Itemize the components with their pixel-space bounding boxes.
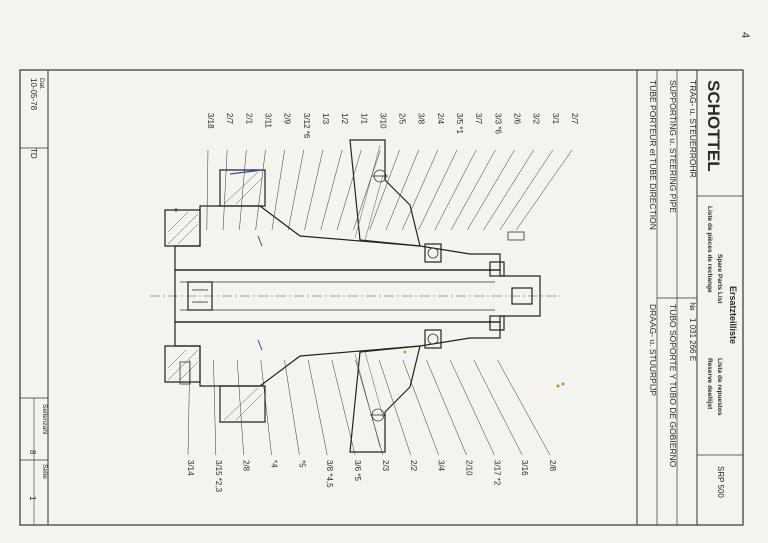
callout-label: 3/2 xyxy=(532,113,541,125)
callout-leader xyxy=(284,359,300,456)
list-title-de: Ersatzteilliste xyxy=(728,286,738,344)
callout-label: 2/10 xyxy=(464,460,473,476)
callout-label: 1/3 xyxy=(321,113,330,125)
callout-label: 3/3 *6 xyxy=(493,113,502,134)
callout-label: 2/9 xyxy=(283,113,292,125)
callout-label: 3/8 xyxy=(417,113,426,125)
callout-leader xyxy=(353,149,381,231)
callout-leader xyxy=(426,359,467,456)
sheet-frame xyxy=(19,69,744,526)
callout-leader xyxy=(320,149,343,231)
callout-label: 3/11 xyxy=(263,113,272,129)
callout-leader xyxy=(206,149,209,231)
page-value: 1 xyxy=(28,496,37,501)
callout-label: 3/16 xyxy=(520,460,529,476)
callout-leader xyxy=(401,149,439,231)
callout-label: 2/5 xyxy=(398,113,407,125)
callout-leader xyxy=(336,149,362,231)
callout-leader xyxy=(236,359,244,456)
callout-label: 3/7 xyxy=(474,113,483,125)
list-title-es: Lista de repuestos xyxy=(716,358,723,416)
callout-label: 2/7 xyxy=(570,113,579,125)
callout-label: 1/2 xyxy=(340,113,349,125)
date-value: 10-05-78 xyxy=(29,78,38,111)
callout-leader xyxy=(450,149,496,231)
callout-leader xyxy=(515,149,573,231)
callout-label: 2/3 xyxy=(381,460,390,472)
callout-leader xyxy=(385,149,419,231)
assembly-drawing xyxy=(150,139,565,453)
callout-label: 2/8 xyxy=(548,460,557,472)
callout-leader xyxy=(434,149,477,231)
callout-leader xyxy=(355,359,384,456)
title-block: SCHOTTEL Ersatzteilliste Spare Parts Lis… xyxy=(636,70,743,525)
callout-leader xyxy=(369,149,400,231)
callout-label: *5 xyxy=(297,460,306,468)
callout-leader xyxy=(497,359,551,456)
list-title-nl: Reserve deellijst xyxy=(706,358,713,410)
callout-label: 3/6 *5 xyxy=(353,460,362,481)
callout-label: 3/1 xyxy=(551,113,560,125)
callout-label: *4 xyxy=(270,460,279,468)
part-name-fr: TUBE PORTEUR et TUBE DIRECTION xyxy=(648,80,658,230)
footer-info-strip: Dat. 10-05-78 TD Seitenzahl 8 Seite 1 xyxy=(20,70,49,525)
callout-label: 3/10 xyxy=(378,113,387,129)
callout-label: 3/5 *1 xyxy=(455,113,464,134)
callout-leader xyxy=(307,359,328,456)
callout-leader xyxy=(222,149,228,231)
callout-label: 2/8 xyxy=(242,460,251,472)
callout-label: 3/12 *6 xyxy=(302,113,311,139)
callouts-bottom: 2/8 3/16 3/17 *2 2/10 3/4 2/2 2/3 3/6 *5 3/8 *4,… xyxy=(186,359,557,493)
callout-label: 3/18 xyxy=(206,113,215,129)
callout-leader xyxy=(304,149,324,231)
callout-label: 3/4 xyxy=(437,460,446,472)
callout-label: 2/4 xyxy=(436,113,445,125)
callout-label: 2/6 xyxy=(513,113,522,125)
callout-leader xyxy=(418,149,458,231)
number-symbol: № xyxy=(688,302,697,311)
callout-label: 2/2 xyxy=(409,460,418,472)
callout-label: 1/1 xyxy=(359,113,368,125)
callout-label: 3/14 xyxy=(186,460,195,476)
callout-leader xyxy=(473,359,523,456)
callout-leader xyxy=(213,359,217,456)
callout-leader xyxy=(255,149,266,231)
callout-label: 3/8 *4,5 xyxy=(325,460,334,488)
callout-leader xyxy=(287,149,305,231)
callout-label: 2/7 xyxy=(225,113,234,125)
part-name-es: TUBO SOPORTE Y TUBO DE GOBIERNO xyxy=(668,304,678,468)
list-title-fr: Liste de pièces de rechange xyxy=(706,206,713,293)
callout-leader xyxy=(271,149,285,231)
callout-leader xyxy=(239,149,247,231)
callouts-top: 2/7 3/1 3/2 2/6 3/3 *6 3/7 3/5 *1 2/4 3/8 2/5 3/10… xyxy=(206,113,579,231)
list-title-en: Spare Parts List xyxy=(716,254,723,304)
callout-leader xyxy=(187,359,191,456)
page-count-value: 8 xyxy=(28,450,37,455)
sheet-code: SRP 500 xyxy=(716,466,725,498)
date-label: Dat. xyxy=(38,78,45,90)
part-name-nl: DRAAG- u. STUURPIJP xyxy=(648,304,658,396)
page-label: Seite xyxy=(41,464,48,479)
drawn-by: TD xyxy=(29,148,38,159)
callout-leader xyxy=(449,359,495,456)
callout-leader xyxy=(499,149,554,231)
callout-label: 3/17 *2 xyxy=(492,460,501,486)
page-count-label: Seitenzahl xyxy=(41,404,48,435)
callout-label: 3/15 *2,3 xyxy=(214,460,223,493)
brand-logo-text: SCHOTTEL xyxy=(704,80,723,172)
callout-leader xyxy=(402,359,439,456)
callout-label: 2/1 xyxy=(244,113,253,125)
callout-leader xyxy=(260,359,272,456)
document-number: 1 031 266 E xyxy=(688,318,697,361)
part-name-en: SUPPORTING u. STEERING PIPE xyxy=(668,80,678,213)
page-corner-mark: 4 xyxy=(739,32,751,38)
callout-leader xyxy=(378,359,412,456)
part-name-de: TRAG- u. STEUERROHR xyxy=(688,80,698,178)
callout-leader xyxy=(483,149,534,231)
callout-leader xyxy=(331,359,356,456)
callout-leader xyxy=(467,149,515,231)
